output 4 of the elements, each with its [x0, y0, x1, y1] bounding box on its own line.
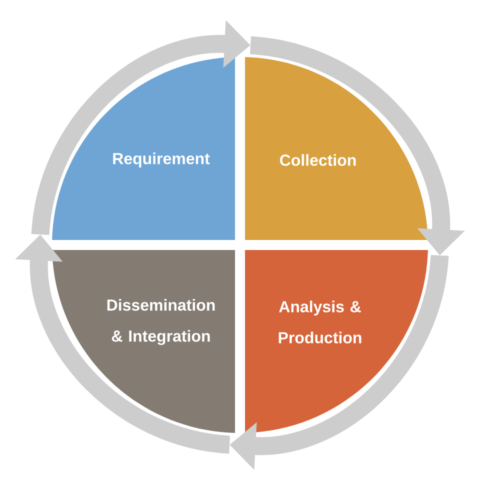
quadrant-sector: Requirement	[52, 57, 235, 240]
quadrant-sector: Collection	[245, 57, 428, 240]
quadrant-sector: Analysis & Production	[245, 250, 428, 433]
quadrant-sector: Dissemination & Integration	[52, 250, 235, 433]
